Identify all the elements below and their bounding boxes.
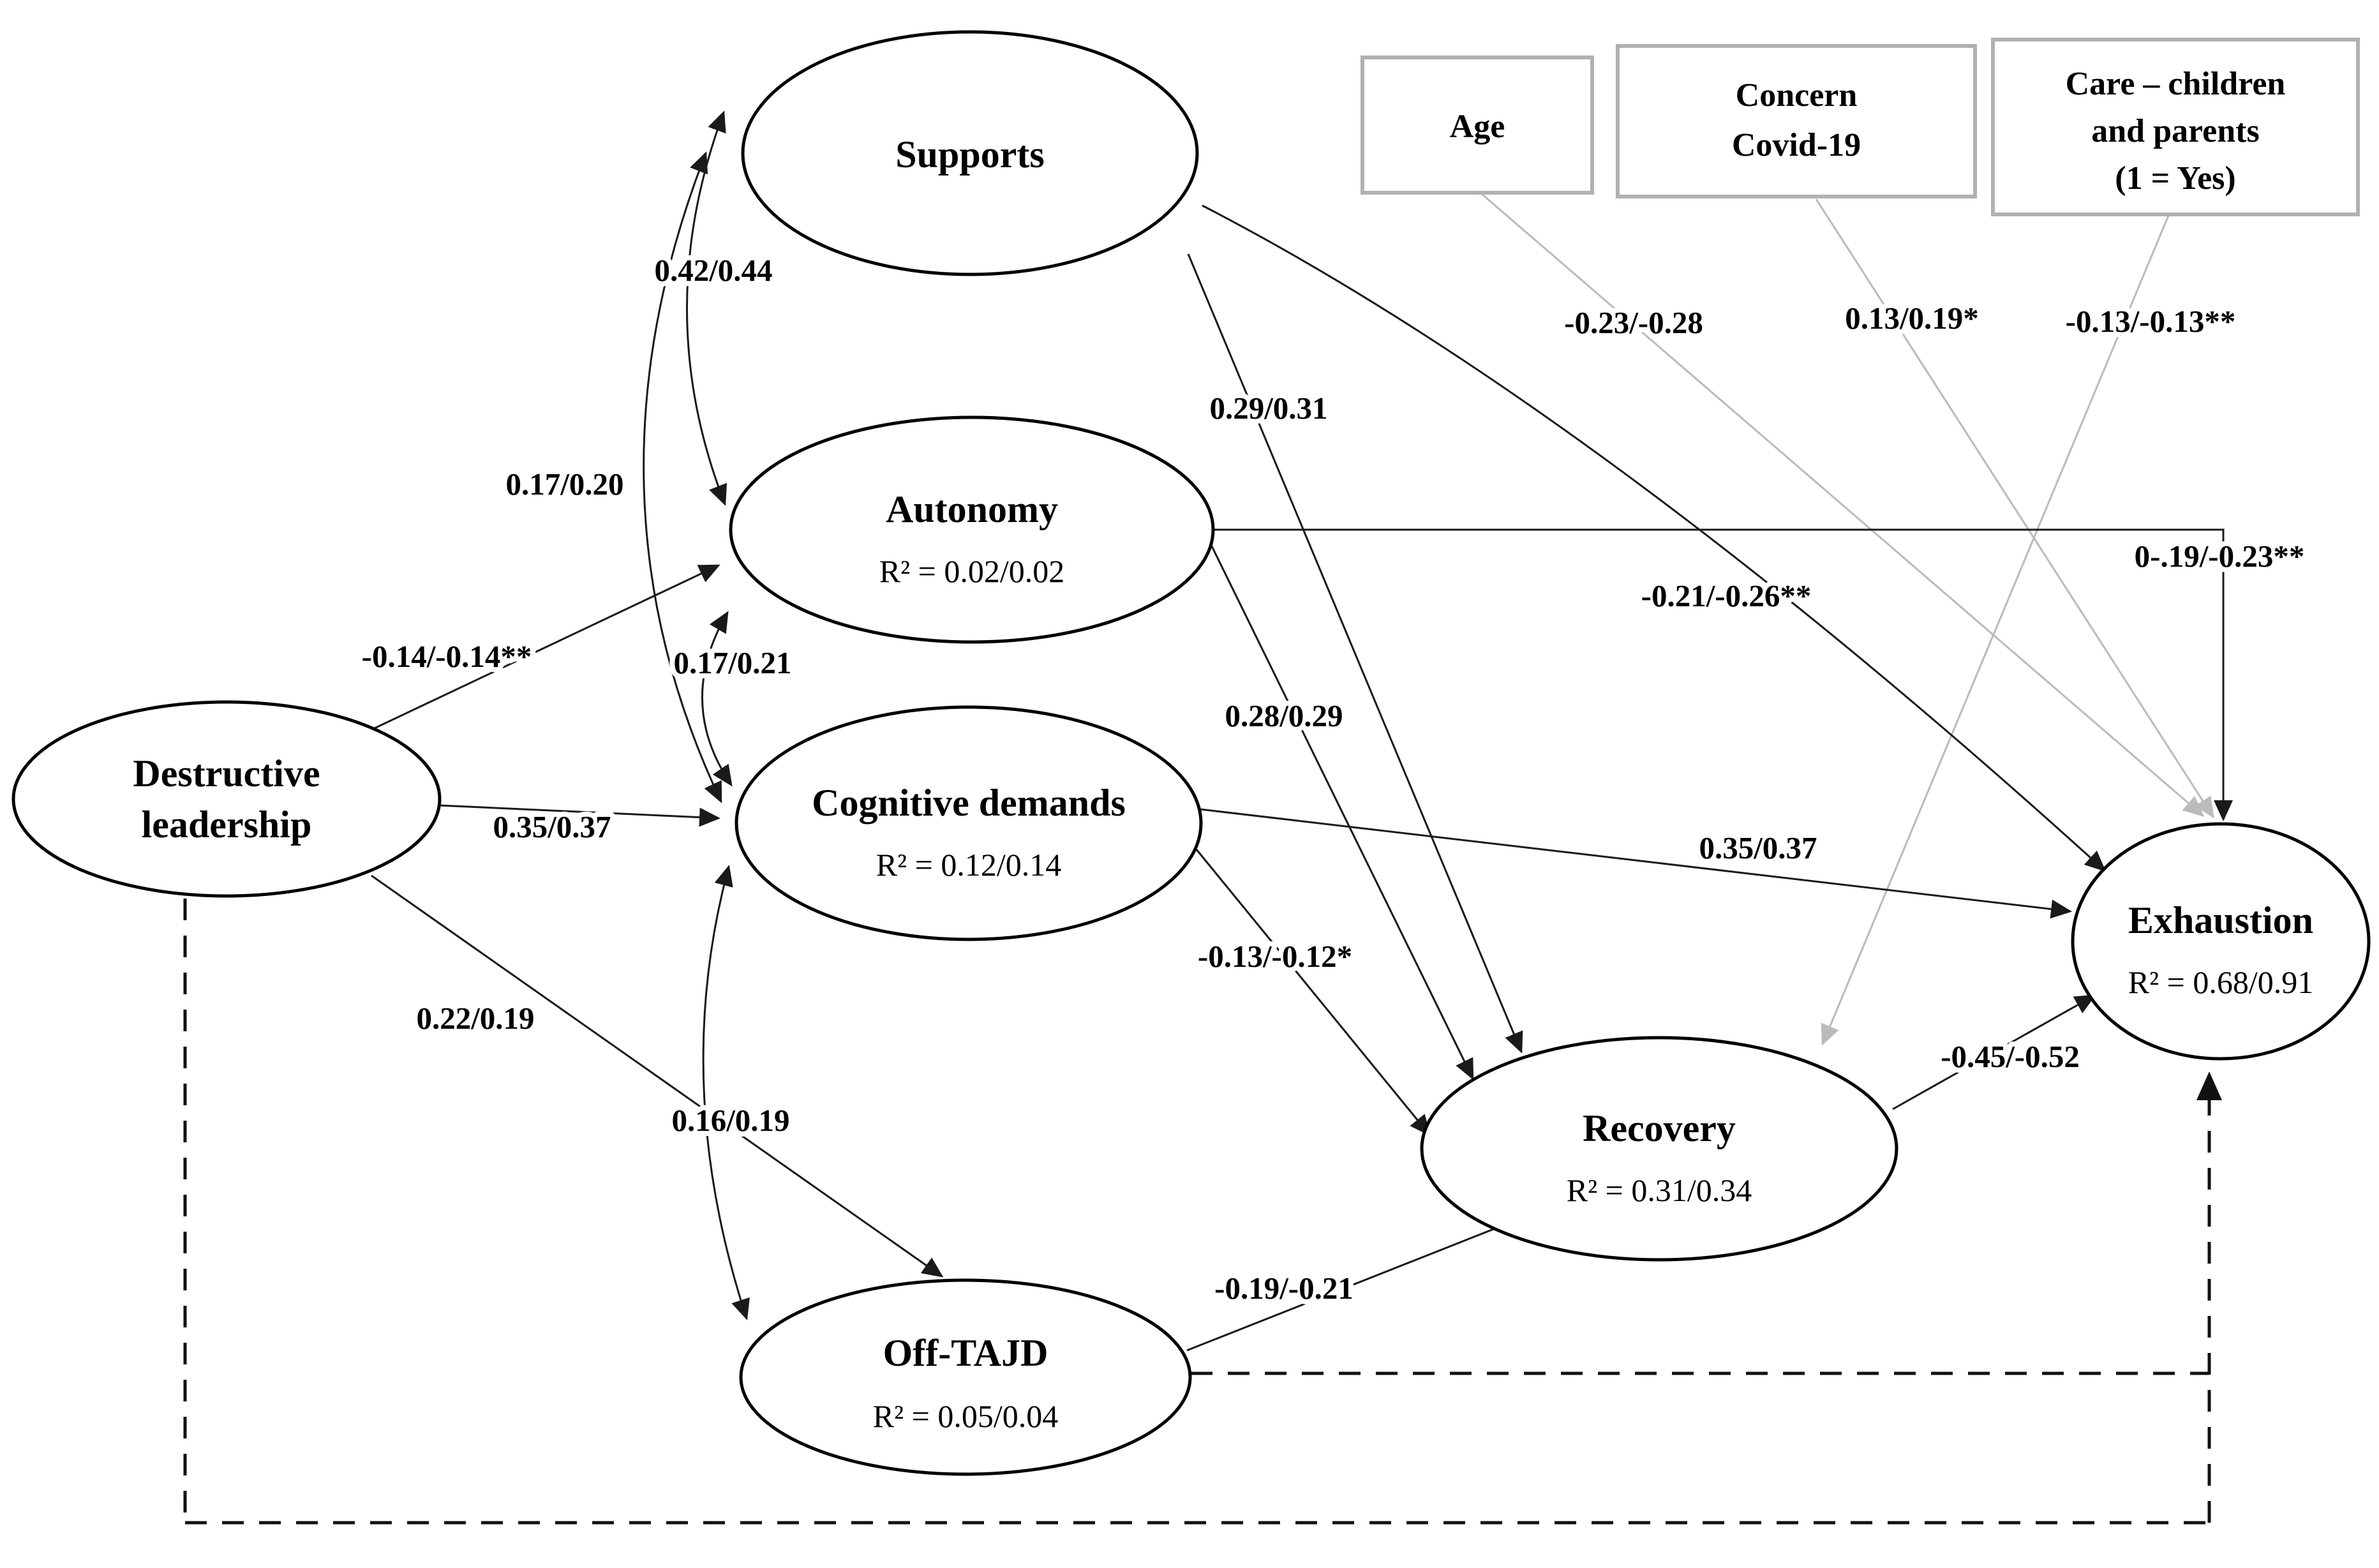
- edge-care-recovery: [1821, 215, 2170, 1046]
- node-off-tajd: Off-TAJD R² = 0.05/0.04: [739, 1278, 1192, 1476]
- box-concern-covid: Concern Covid-19: [1616, 44, 1977, 198]
- arc-cognitive-offtajd: [702, 865, 750, 1320]
- box-care: Care – children and parents (1 = Yes): [1991, 38, 2360, 216]
- recovery-ellipse: [1420, 1036, 1898, 1262]
- edge-cognitive-recovery: [1195, 848, 1431, 1137]
- edge-offtajd-recovery: [1186, 1213, 1531, 1352]
- arc-autonomy-cognitive: [701, 611, 733, 787]
- dashed-paths: [183, 899, 2222, 1525]
- node-recovery: Recovery R² = 0.31/0.34: [1420, 1036, 1898, 1262]
- edge-concern-exhaustion: [1815, 198, 2214, 819]
- label-supports-autonomy: 0.42/0.44: [654, 253, 772, 288]
- node-cognitive-demands: Cognitive demands R² = 0.12/0.14: [735, 705, 1203, 941]
- label-concern-exhaustion: 0.13/0.19*: [1845, 301, 1979, 336]
- destructive-leadership-ellipse: [11, 700, 442, 898]
- arc-supports-autonomy: [686, 110, 727, 506]
- edge-dl-offtajd: [371, 874, 944, 1278]
- off-tajd-label: Off-TAJD: [883, 1332, 1048, 1374]
- label-autonomy-recovery: 0.28/0.29: [1225, 698, 1343, 733]
- supports-ellipse: [741, 30, 1199, 276]
- supports-label: Supports: [895, 133, 1044, 175]
- concern-covid-label-line2: Covid-19: [1732, 127, 1861, 163]
- black-paths: [371, 110, 2233, 1352]
- concern-covid-label-line1: Concern: [1736, 77, 1858, 114]
- edge-cognitive-exhaustion: [1199, 808, 2072, 919]
- label-age-exhaustion: -0.23/-0.28: [1564, 305, 1703, 340]
- edge-autonomy-exhaustion: [1213, 528, 2233, 821]
- recovery-r2: R² = 0.31/0.34: [1567, 1172, 1752, 1208]
- destructive-leadership-label-line1: Destructive: [133, 752, 320, 795]
- label-supports-cognitive: 0.17/0.20: [505, 467, 623, 502]
- autonomy-r2: R² = 0.02/0.02: [879, 553, 1064, 589]
- label-cognitive-recovery: -0.13/-0.12*: [1198, 939, 1352, 974]
- label-dl-offtajd: 0.22/0.19: [416, 1001, 534, 1036]
- destructive-leadership-label-line2: leadership: [142, 803, 312, 846]
- box-age: Age: [1361, 56, 1594, 195]
- edge-supports-exhaustion: [1202, 204, 2107, 872]
- edge-dl-autonomy: [373, 564, 720, 730]
- care-label-line2: and parents: [2091, 113, 2259, 149]
- node-supports: Supports: [741, 30, 1199, 276]
- edge-age-exhaustion: [1481, 193, 2205, 817]
- label-autonomy-cognitive: 0.17/0.21: [673, 645, 791, 680]
- care-label-line1: Care – children: [2066, 66, 2286, 102]
- node-exhaustion: Exhaustion R² = 0.68/0.91: [2071, 822, 2371, 1061]
- care-label-line3: (1 = Yes): [2115, 160, 2235, 197]
- cognitive-demands-ellipse: [735, 705, 1203, 941]
- exhaustion-ellipse: [2071, 822, 2371, 1061]
- label-offtajd-recovery: -0.19/-0.21: [1214, 1271, 1354, 1306]
- label-cognitive-exhaustion: 0.35/0.37: [1699, 830, 1817, 865]
- arc-supports-cognitive: [643, 151, 722, 803]
- gray-paths: [1481, 193, 2214, 1046]
- age-box: [1361, 56, 1594, 195]
- node-autonomy: Autonomy R² = 0.02/0.02: [729, 415, 1215, 644]
- exhaustion-label: Exhaustion: [2128, 899, 2313, 941]
- exhaustion-r2: R² = 0.68/0.91: [2128, 964, 2313, 1000]
- recovery-label: Recovery: [1583, 1107, 1736, 1149]
- label-dl-cognitive: 0.35/0.37: [493, 809, 611, 844]
- label-supports-exhaustion: -0.21/-0.26**: [1641, 578, 1812, 613]
- cognitive-demands-label: Cognitive demands: [812, 782, 1126, 824]
- label-cognitive-offtajd: 0.16/0.19: [671, 1103, 789, 1138]
- concern-covid-box: [1616, 44, 1977, 198]
- cognitive-demands-r2: R² = 0.12/0.14: [876, 847, 1061, 883]
- label-autonomy-exhaustion: 0-.19/-0.23**: [2135, 539, 2305, 574]
- label-care-recovery: -0.13/-0.13**: [2066, 304, 2236, 339]
- age-label: Age: [1450, 108, 1505, 145]
- edge-dl-cognitive: [438, 804, 720, 827]
- edge-supports-recovery: [1187, 253, 1523, 1054]
- node-destructive-leadership: Destructive leadership: [11, 700, 442, 898]
- autonomy-ellipse: [729, 415, 1215, 644]
- edge-autonomy-recovery: [1210, 544, 1474, 1080]
- edge-recovery-exhaustion: [1892, 994, 2096, 1110]
- autonomy-label: Autonomy: [886, 488, 1058, 530]
- edge-labels: 0.42/0.44 0.17/0.20 0.17/0.21 -0.14/-0.1…: [357, 248, 2310, 1311]
- off-tajd-r2: R² = 0.05/0.04: [873, 1398, 1058, 1434]
- off-tajd-ellipse: [739, 1278, 1192, 1476]
- care-box: [1991, 38, 2360, 216]
- label-dl-autonomy: -0.14/-0.14**: [362, 639, 532, 674]
- label-recovery-exhaustion: -0.45/-0.52: [1941, 1039, 2080, 1074]
- label-supports-recovery: 0.29/0.31: [1209, 391, 1327, 426]
